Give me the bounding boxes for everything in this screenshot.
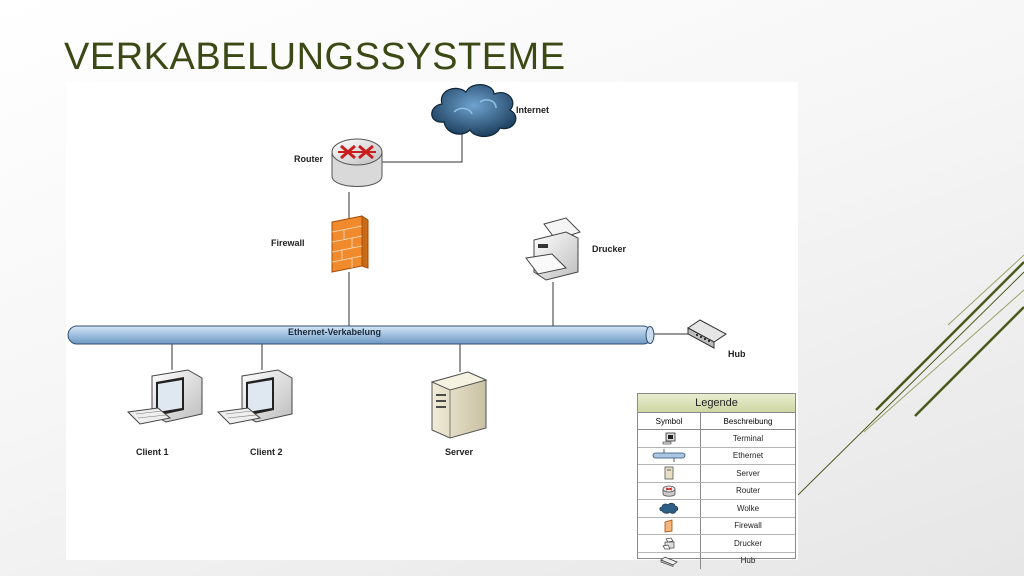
hub-icon: [660, 556, 678, 567]
legend-table: Legende Symbol Beschreibung Terminal Eth…: [637, 393, 796, 569]
cloud-icon: [659, 502, 679, 514]
terminal-icon: [662, 432, 676, 445]
legend-label: Ethernet: [732, 451, 764, 461]
legend-row: Drucker: [638, 535, 795, 553]
router-label: Router: [294, 154, 323, 164]
legend-row: Server: [638, 465, 795, 483]
hub-icon: [687, 319, 727, 349]
firewall-icon: [331, 215, 369, 273]
ethernet-icon: [652, 449, 686, 463]
cloud-icon: [431, 84, 517, 138]
client-1-label: Client 1: [136, 447, 169, 457]
server-label: Server: [445, 447, 474, 457]
client-2-terminal-icon: [216, 369, 293, 425]
router-icon: [331, 138, 383, 187]
client-2-label: Client 2: [250, 447, 283, 457]
legend-col-description: Beschreibung: [723, 416, 773, 426]
legend-row: Wolke: [638, 500, 795, 518]
legend-row: Terminal: [638, 430, 795, 448]
connections: [171, 132, 688, 372]
printer-icon: [525, 217, 581, 281]
legend-label: Drucker: [733, 538, 762, 548]
legend-label: Wolke: [736, 503, 760, 513]
legend-label: Router: [735, 486, 760, 496]
firewall-label: Firewall: [271, 238, 305, 248]
legend-row: Hub: [638, 552, 795, 569]
legend-label: Firewall: [734, 521, 762, 531]
legend-label: Terminal: [732, 433, 764, 443]
legend-header-row: Symbol Beschreibung: [638, 413, 795, 430]
legend-row: Firewall: [638, 517, 795, 535]
server-icon: [664, 466, 674, 480]
legend-row: Ethernet: [638, 447, 795, 465]
legend-row: Router: [638, 482, 795, 500]
diagram-canvas: [67, 84, 727, 439]
printer-label: Drucker: [592, 244, 627, 254]
hub-label: Hub: [728, 349, 746, 359]
ethernet-bus: [67, 325, 655, 345]
printer-icon: [662, 537, 675, 550]
router-icon: [662, 485, 676, 497]
legend-label: Server: [736, 468, 760, 478]
legend-label: Hub: [740, 556, 756, 566]
client-1-terminal-icon: [126, 369, 203, 425]
firewall-icon: [664, 519, 673, 533]
legend-col-symbol: Symbol: [638, 413, 701, 429]
slide-title: Verkabelungssysteme: [64, 36, 566, 78]
legend-title: Legende: [638, 394, 795, 413]
internet-label: Internet: [516, 105, 550, 115]
ethernet-bus-label: Ethernet-Verkabelung: [288, 327, 382, 337]
server-icon: [430, 371, 488, 439]
